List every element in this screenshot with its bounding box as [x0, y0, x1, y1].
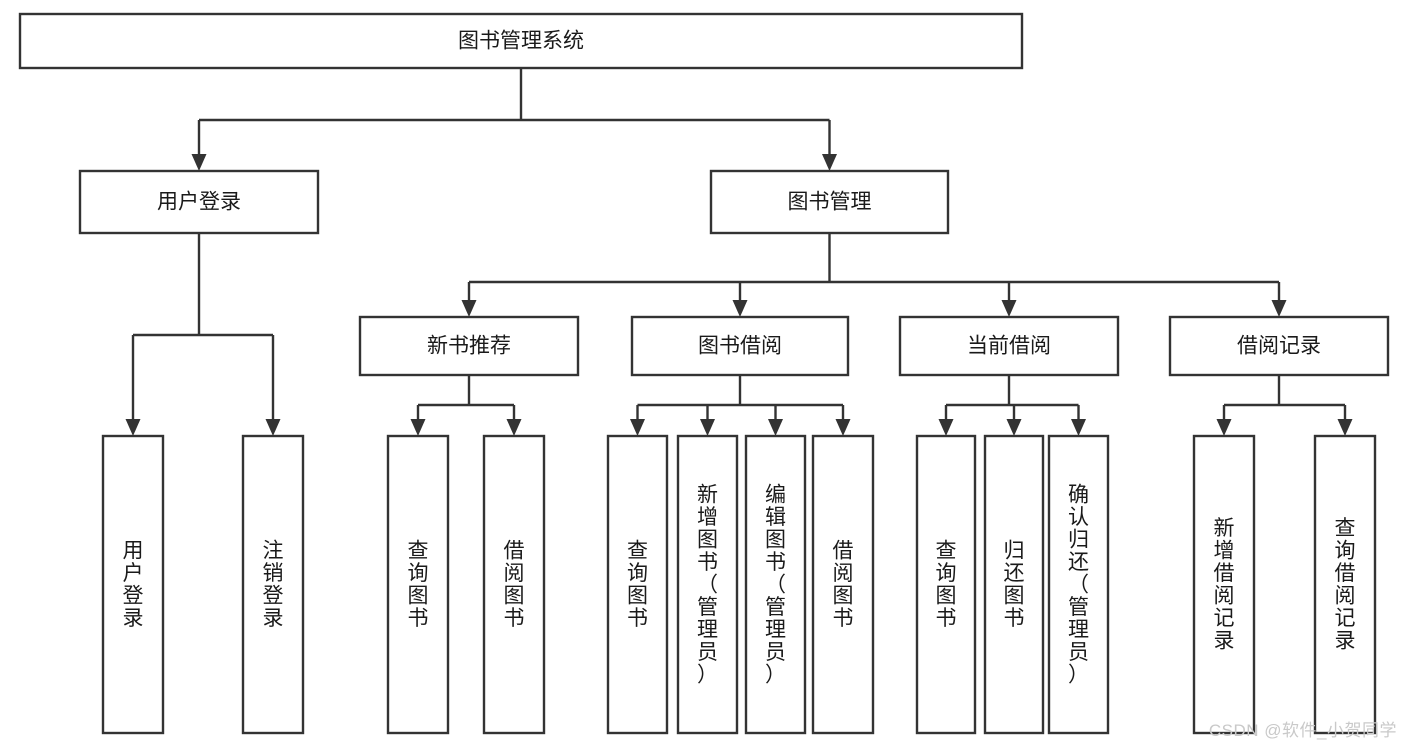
node-root: 图书管理系统	[18, 12, 1024, 70]
node-leaf-query-record: 查询借阅记录	[1313, 434, 1377, 735]
node-label-leaf-user-logout: 注销登录	[263, 540, 284, 631]
edge-arrowhead	[732, 300, 748, 317]
node-label-leaf-borrow-book-rec: 借阅图书	[504, 540, 525, 631]
node-label-new-book-rec: 新书推荐	[427, 335, 511, 358]
edge-arrowhead	[938, 419, 954, 436]
node-box-new-book-rec	[358, 315, 580, 377]
node-box-leaf-query-book-rec	[386, 434, 450, 735]
edge-arrowhead	[1071, 419, 1086, 436]
edge-arrowhead	[1006, 419, 1022, 436]
node-box-leaf-borrow-book-rec	[482, 434, 546, 735]
node-leaf-borrow-book-br: 借阅图书	[811, 434, 875, 735]
edge-arrowhead	[265, 419, 281, 436]
node-label-leaf-add-record: 新增借阅记录	[1214, 517, 1235, 653]
node-book-manage: 图书管理	[709, 169, 950, 235]
node-new-book-rec: 新书推荐	[358, 315, 580, 377]
node-label-user-login: 用户登录	[157, 191, 241, 214]
edge-arrowhead	[1216, 419, 1232, 436]
node-leaf-add-book: 新增图书（管理员）	[676, 434, 739, 735]
node-label-book-borrow: 图书借阅	[698, 335, 782, 358]
node-box-leaf-query-record	[1313, 434, 1377, 735]
node-leaf-edit-book: 编辑图书（管理员）	[744, 434, 807, 735]
node-leaf-query-book-rec: 查询图书	[386, 434, 450, 735]
node-box-leaf-user-login	[101, 434, 165, 735]
edge-arrowhead	[1337, 419, 1353, 436]
node-label-leaf-query-book-br: 查询图书	[627, 540, 648, 631]
node-box-root	[18, 12, 1024, 70]
node-label-leaf-add-book: 新增图书（管理员）	[697, 483, 718, 686]
node-borrow-record: 借阅记录	[1168, 315, 1390, 377]
node-box-leaf-return-book	[983, 434, 1045, 735]
node-leaf-query-book-cb: 查询图书	[915, 434, 977, 735]
node-box-current-borrow	[898, 315, 1120, 377]
node-box-leaf-query-book-br	[606, 434, 669, 735]
node-leaf-query-book-br: 查询图书	[606, 434, 669, 735]
node-label-leaf-query-book-rec: 查询图书	[408, 540, 429, 631]
edge-arrowhead	[1271, 300, 1287, 317]
node-label-leaf-borrow-book-br: 借阅图书	[833, 540, 854, 631]
node-label-leaf-user-login: 用户登录	[123, 540, 144, 631]
connectors-layer	[125, 68, 1353, 436]
node-box-leaf-confirm-return	[1047, 434, 1110, 735]
node-box-leaf-query-book-cb	[915, 434, 977, 735]
edge-arrowhead	[191, 154, 207, 171]
edge-arrowhead	[125, 419, 141, 436]
node-label-leaf-query-record: 查询借阅记录	[1335, 517, 1356, 653]
node-leaf-return-book: 归还图书	[983, 434, 1045, 735]
edge-arrowhead	[630, 419, 645, 436]
node-label-leaf-return-book: 归还图书	[1004, 540, 1025, 631]
nodes-layer: 图书管理系统用户登录图书管理新书推荐图书借阅当前借阅借阅记录用户登录注销登录查询…	[18, 12, 1390, 735]
edge-arrowhead	[700, 419, 715, 436]
node-box-user-login	[78, 169, 320, 235]
node-box-book-borrow	[630, 315, 850, 377]
edge-arrowhead	[410, 419, 426, 436]
edge-arrowhead	[506, 419, 522, 436]
node-box-leaf-borrow-book-br	[811, 434, 875, 735]
edge-arrowhead	[835, 419, 851, 436]
node-label-leaf-confirm-return: 确认归还（管理员）	[1068, 483, 1089, 686]
node-label-leaf-edit-book: 编辑图书（管理员）	[765, 483, 786, 686]
node-leaf-borrow-book-rec: 借阅图书	[482, 434, 546, 735]
node-box-book-manage	[709, 169, 950, 235]
node-leaf-confirm-return: 确认归还（管理员）	[1047, 434, 1110, 735]
node-label-root: 图书管理系统	[458, 30, 584, 53]
node-book-borrow: 图书借阅	[630, 315, 850, 377]
edge-arrowhead	[1001, 300, 1017, 317]
node-leaf-user-login: 用户登录	[101, 434, 165, 735]
edge-arrowhead	[768, 419, 783, 436]
node-box-borrow-record	[1168, 315, 1390, 377]
node-label-leaf-query-book-cb: 查询图书	[936, 540, 957, 631]
node-label-book-manage: 图书管理	[788, 191, 872, 214]
edge-arrowhead	[461, 300, 477, 317]
node-label-borrow-record: 借阅记录	[1237, 335, 1321, 358]
node-box-leaf-user-logout	[241, 434, 305, 735]
node-current-borrow: 当前借阅	[898, 315, 1120, 377]
node-user-login: 用户登录	[78, 169, 320, 235]
node-leaf-add-record: 新增借阅记录	[1192, 434, 1256, 735]
node-label-current-borrow: 当前借阅	[967, 335, 1051, 358]
node-box-leaf-edit-book	[744, 434, 807, 735]
node-box-leaf-add-record	[1192, 434, 1256, 735]
edge-arrowhead	[822, 154, 837, 171]
node-leaf-user-logout: 注销登录	[241, 434, 305, 735]
node-box-leaf-add-book	[676, 434, 739, 735]
